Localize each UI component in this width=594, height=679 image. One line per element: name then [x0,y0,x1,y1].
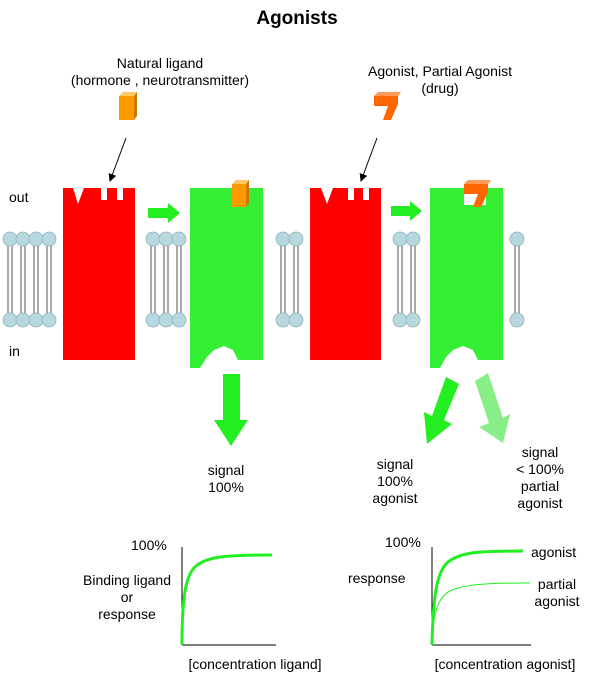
binding-pointer-arrow-right [359,137,378,182]
lipid-head [171,312,187,328]
lipid-head [145,231,161,247]
lipid-head [41,312,57,328]
lipid-head [509,231,525,247]
ligand-bound-front [232,184,246,207]
natural-ligand-label-line1: Natural ligand [116,55,204,71]
ligand-natural-icon [119,92,137,120]
curve-partial-label: partial agonist [520,576,594,610]
graph-left-y-label-line1: Binding ligand [83,572,171,588]
lipid-head [15,231,31,247]
graph-left [180,547,276,646]
receptor-inactive-left [63,188,135,360]
lipid-head [171,231,187,247]
signal-arrow-partial [475,373,510,443]
receptor-inactive-right [310,188,381,360]
signal-partial-line3: partial [520,478,560,494]
lipid-head [145,312,161,328]
graph-left-y-label-line2: or [120,589,134,605]
ligand-bound-drug-shape [464,184,488,207]
lipid-head [288,231,304,247]
graph-left-y-label-line3: response [98,606,156,622]
graph-right [430,547,531,646]
lipid-head [2,231,18,247]
natural-ligand-label: Natural ligand (hormone , neurotransmitt… [40,55,280,89]
ligand-bound-drug-icon [464,180,491,207]
signal-partial-line4: agonist [517,495,563,511]
signal-agonist-label: signal 100% agonist [355,456,435,507]
curve-binding [180,553,273,646]
curve-partial-label-line1: partial [537,576,577,592]
signal-arrow-agonist [424,377,459,444]
activation-arrow-right [391,201,422,221]
curve-agonist [430,549,524,646]
lipid-head [2,312,18,328]
lipid-heads-bottom [2,312,525,328]
ligand-drug-icon [374,92,401,120]
lipid-head [275,231,291,247]
lipid-head [392,312,408,328]
lipid-head [405,312,421,328]
ligand-bound-natural-icon [232,180,249,207]
lipid-head [28,312,44,328]
lipid-head [288,312,304,328]
lipid-head [158,312,174,328]
lipid-head [15,312,31,328]
signal-left-line1: signal [207,462,245,478]
ligand-natural-front [119,96,134,120]
ligand-drug-shape [374,96,398,120]
agonist-drug-label-line2: (drug) [421,80,459,96]
receptor-active-right [430,188,503,368]
lipid-head [28,231,44,247]
activation-arrow-left [148,203,180,223]
signal-agonist-line3: agonist [372,490,418,506]
graph-right-y-top-label: 100% [385,534,421,550]
signal-agonist-line1: signal [376,456,414,472]
curve-partial-label-line2: agonist [534,593,580,609]
graph-left-y-label: Binding ligand or response [72,572,182,623]
lipid-head [41,231,57,247]
outside-label: out [9,189,29,205]
signal-agonist-line2: 100% [377,473,413,489]
lipid-heads-top [2,231,525,247]
curve-partial [431,582,531,646]
signal-partial-line1: signal [521,444,559,460]
graph-right-y-label: response [348,570,406,586]
lipid-head [509,312,525,328]
natural-ligand-label-line2: (hormone , neurotransmitter) [70,72,250,88]
signal-left-label: signal 100% [186,462,266,496]
signal-partial-line2: < 100% [516,461,564,477]
lipid-head [275,312,291,328]
inside-label: in [9,343,20,359]
signal-partial-label: signal < 100% partial agonist [500,444,580,512]
diagram-title: Agonists [256,8,338,29]
lipid-bilayer [2,231,525,328]
agonist-drug-label-line1: Agonist, Partial Agonist [368,63,512,79]
graph-left-x-label: [concentration ligand] [188,656,322,672]
graph-left-y-top-label: 100% [131,537,167,553]
agonist-drug-label: Agonist, Partial Agonist (drug) [320,63,560,97]
graph-right-x-label: [concentration agonist] [434,656,576,672]
lipid-head [158,231,174,247]
receptor-active-left [190,188,263,368]
lipid-head [392,231,408,247]
lipid-tails-bottom [7,279,520,314]
lipid-tails-top [7,246,520,285]
signal-arrow-left [214,374,248,446]
curve-agonist-label: agonist [531,544,577,560]
binding-pointer-arrow-left [108,137,127,182]
signal-left-line2: 100% [208,479,244,495]
lipid-head [405,231,421,247]
